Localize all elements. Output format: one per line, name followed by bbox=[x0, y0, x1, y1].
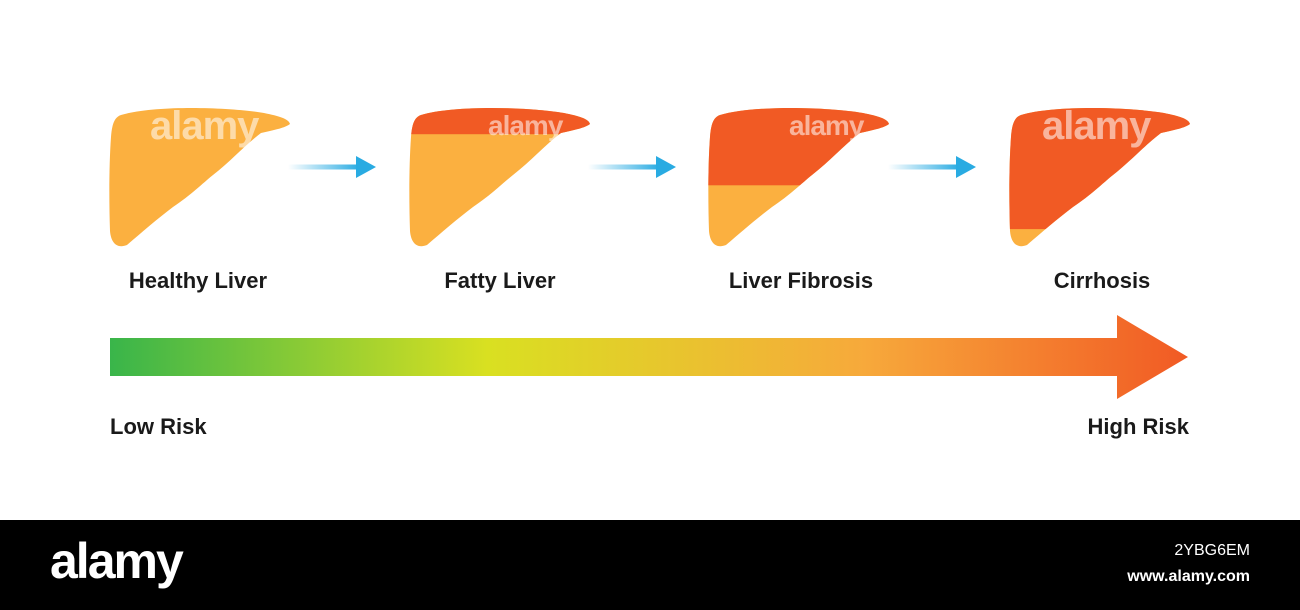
low-risk-label: Low Risk bbox=[110, 414, 207, 439]
arrow-right-icon bbox=[888, 154, 978, 180]
risk-gradient-arrow bbox=[110, 315, 1190, 399]
footer-url: www.alamy.com bbox=[1127, 568, 1250, 585]
diagram-area: alamy Healthy Liver alamy Fatty Liver bbox=[109, 104, 1191, 439]
stage-label-cirrhosis: Cirrhosis bbox=[1053, 268, 1151, 293]
watermark: alamy bbox=[488, 110, 563, 141]
watermark: alamy bbox=[150, 104, 259, 148]
watermark: alamy bbox=[789, 110, 864, 141]
watermark: alamy bbox=[1042, 104, 1151, 148]
footer-image-id: 2YBG6EM bbox=[1174, 542, 1250, 559]
footer-logo: alamy bbox=[50, 533, 184, 589]
arrow-right-icon bbox=[288, 154, 378, 180]
high-risk-label: High Risk bbox=[1087, 414, 1189, 439]
stage-label-healthy-liver: Healthy Liver bbox=[128, 268, 268, 293]
footer-bar: alamy 2YBG6EM www.alamy.com bbox=[0, 520, 1300, 610]
stage-label-liver-fibrosis: Liver Fibrosis bbox=[728, 268, 874, 293]
liver-healthy-icon bbox=[109, 105, 291, 251]
liver-fibrosis-icon bbox=[708, 105, 890, 251]
arrow-right-icon bbox=[588, 154, 678, 180]
liver-fatty-icon bbox=[409, 105, 591, 251]
stage-label-fatty-liver: Fatty Liver bbox=[444, 268, 556, 293]
liver-cirrhosis-icon bbox=[1009, 105, 1191, 251]
